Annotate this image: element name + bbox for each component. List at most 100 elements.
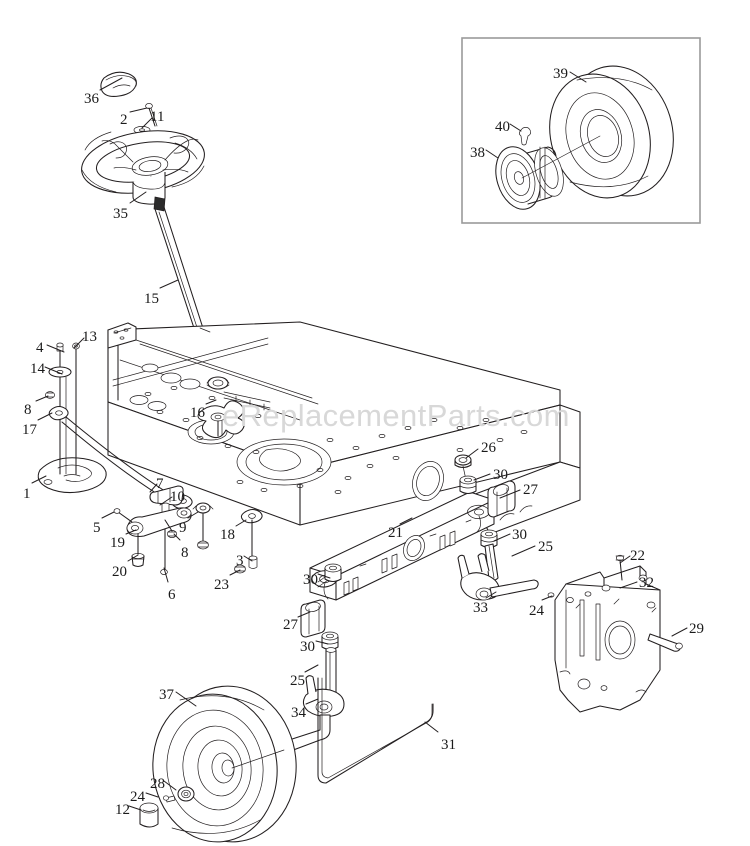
callout-label-14: 14: [30, 361, 45, 377]
leader-line-27: [499, 489, 521, 499]
leader-line-17: [37, 412, 53, 421]
leader-line-32: [619, 581, 638, 589]
callout-label-32: 32: [639, 575, 654, 591]
leader-line-19: [125, 529, 137, 535]
leader-line-24: [541, 595, 553, 601]
callout-label-17: 17: [22, 422, 37, 438]
leader-line-6: [163, 567, 169, 583]
watermark: eReplacementParts.com: [222, 398, 570, 433]
callout-label-30d: 30: [300, 639, 315, 655]
callout-label-12: 12: [115, 802, 130, 818]
bushing-30-lower-left: [321, 631, 339, 651]
inset-rim-38: [495, 135, 601, 210]
callout-label-8b: 8: [181, 545, 189, 561]
leader-line-40: [509, 123, 522, 132]
inset-valve-stem-40: [519, 126, 532, 146]
leader-line-7: [149, 483, 158, 493]
leader-line-37: [175, 691, 197, 707]
pin-3: [248, 555, 258, 569]
callout-label-38: 38: [470, 145, 485, 161]
steering-arm-19: [113, 507, 192, 575]
callout-label-28: 28: [150, 776, 165, 792]
leader-line-36: [99, 77, 123, 91]
leader-line-35: [129, 191, 147, 204]
callout-label-29: 29: [689, 621, 704, 637]
callout-label-13: 13: [82, 329, 97, 345]
steering-cap-36: [100, 71, 137, 97]
washer-24-right: [547, 592, 555, 598]
leader-line-29: [671, 627, 688, 637]
leader-line-8: [35, 395, 49, 402]
leader-line-25: [511, 545, 536, 557]
callout-label-30b: 30: [512, 527, 527, 543]
steering-bolt-2: [145, 103, 158, 127]
callout-label-21: 21: [388, 525, 403, 541]
callout-label-6: 6: [168, 587, 176, 603]
leader-line-22: [619, 555, 631, 564]
leader-line-16: [205, 399, 217, 405]
leader-line-23: [229, 569, 241, 576]
callout-label-40: 40: [495, 119, 510, 135]
bracket-18: [240, 508, 263, 557]
callout-label-8: 8: [24, 402, 32, 418]
callout-label-34: 34: [291, 705, 306, 721]
leader-line-18: [235, 519, 247, 527]
leader-line-31: [424, 721, 439, 733]
leader-line-15: [159, 279, 179, 289]
callout-label-15: 15: [144, 291, 159, 307]
callout-label-3: 3: [236, 553, 244, 569]
callout-label-30c: 30: [303, 572, 318, 588]
leader-line-38: [485, 149, 499, 159]
callout-label-9: 9: [179, 520, 187, 536]
leader-line-14: [44, 366, 63, 375]
callout-label-19: 19: [110, 535, 125, 551]
leader-line-4: [46, 344, 65, 353]
steering-gear-16: [197, 376, 271, 439]
callout-label-27b: 27: [283, 617, 298, 633]
front-wheel-37: [152, 685, 297, 843]
callout-label-7: 7: [156, 476, 164, 492]
hub-cap-12: [139, 802, 159, 828]
leader-line-13: [73, 337, 85, 349]
bushing-27-left: [300, 599, 326, 638]
callout-label-24b: 24: [130, 789, 145, 805]
pin-29: [647, 633, 683, 652]
leader-line-33: [485, 591, 497, 599]
callout-label-16: 16: [190, 405, 205, 421]
callout-label-22: 22: [630, 548, 645, 564]
leader-line-28: [163, 780, 177, 791]
callout-label-4: 4: [36, 340, 44, 356]
callout-label-31: 31: [441, 737, 456, 753]
callout-label-26: 26: [481, 440, 496, 456]
inset-tire-39: [549, 65, 674, 199]
callout-label-10: 10: [170, 489, 185, 505]
callout-label-5: 5: [93, 520, 101, 536]
callout-label-20: 20: [112, 564, 127, 580]
leader-line-26: [465, 448, 479, 459]
leader-line-1: [31, 475, 47, 484]
sector-plate-1: [37, 342, 107, 494]
leader-line-20: [127, 554, 139, 562]
callout-label-36: 36: [84, 91, 99, 107]
callout-label-37: 37: [159, 687, 174, 703]
leader-line-30d: [315, 640, 329, 645]
cap-26: [454, 454, 472, 469]
steering-wheel-35: [81, 130, 205, 205]
callout-label-1: 1: [23, 486, 31, 502]
callout-label-11: 11: [150, 109, 165, 125]
leader-line-25b: [304, 664, 319, 673]
callout-label-18: 18: [220, 527, 235, 543]
drag-link-rod-31: [317, 677, 434, 784]
leader-line-5: [101, 511, 115, 519]
callout-label-30: 30: [493, 467, 508, 483]
leader-line-34: [305, 698, 319, 705]
leader-line-2: [129, 107, 148, 113]
callout-label-35: 35: [113, 206, 128, 222]
bushing-9: [192, 502, 214, 543]
callout-label-27: 27: [523, 482, 538, 498]
washer-24-left: [163, 795, 176, 803]
leader-line-11: [141, 117, 153, 129]
callout-label-25: 25: [538, 539, 553, 555]
